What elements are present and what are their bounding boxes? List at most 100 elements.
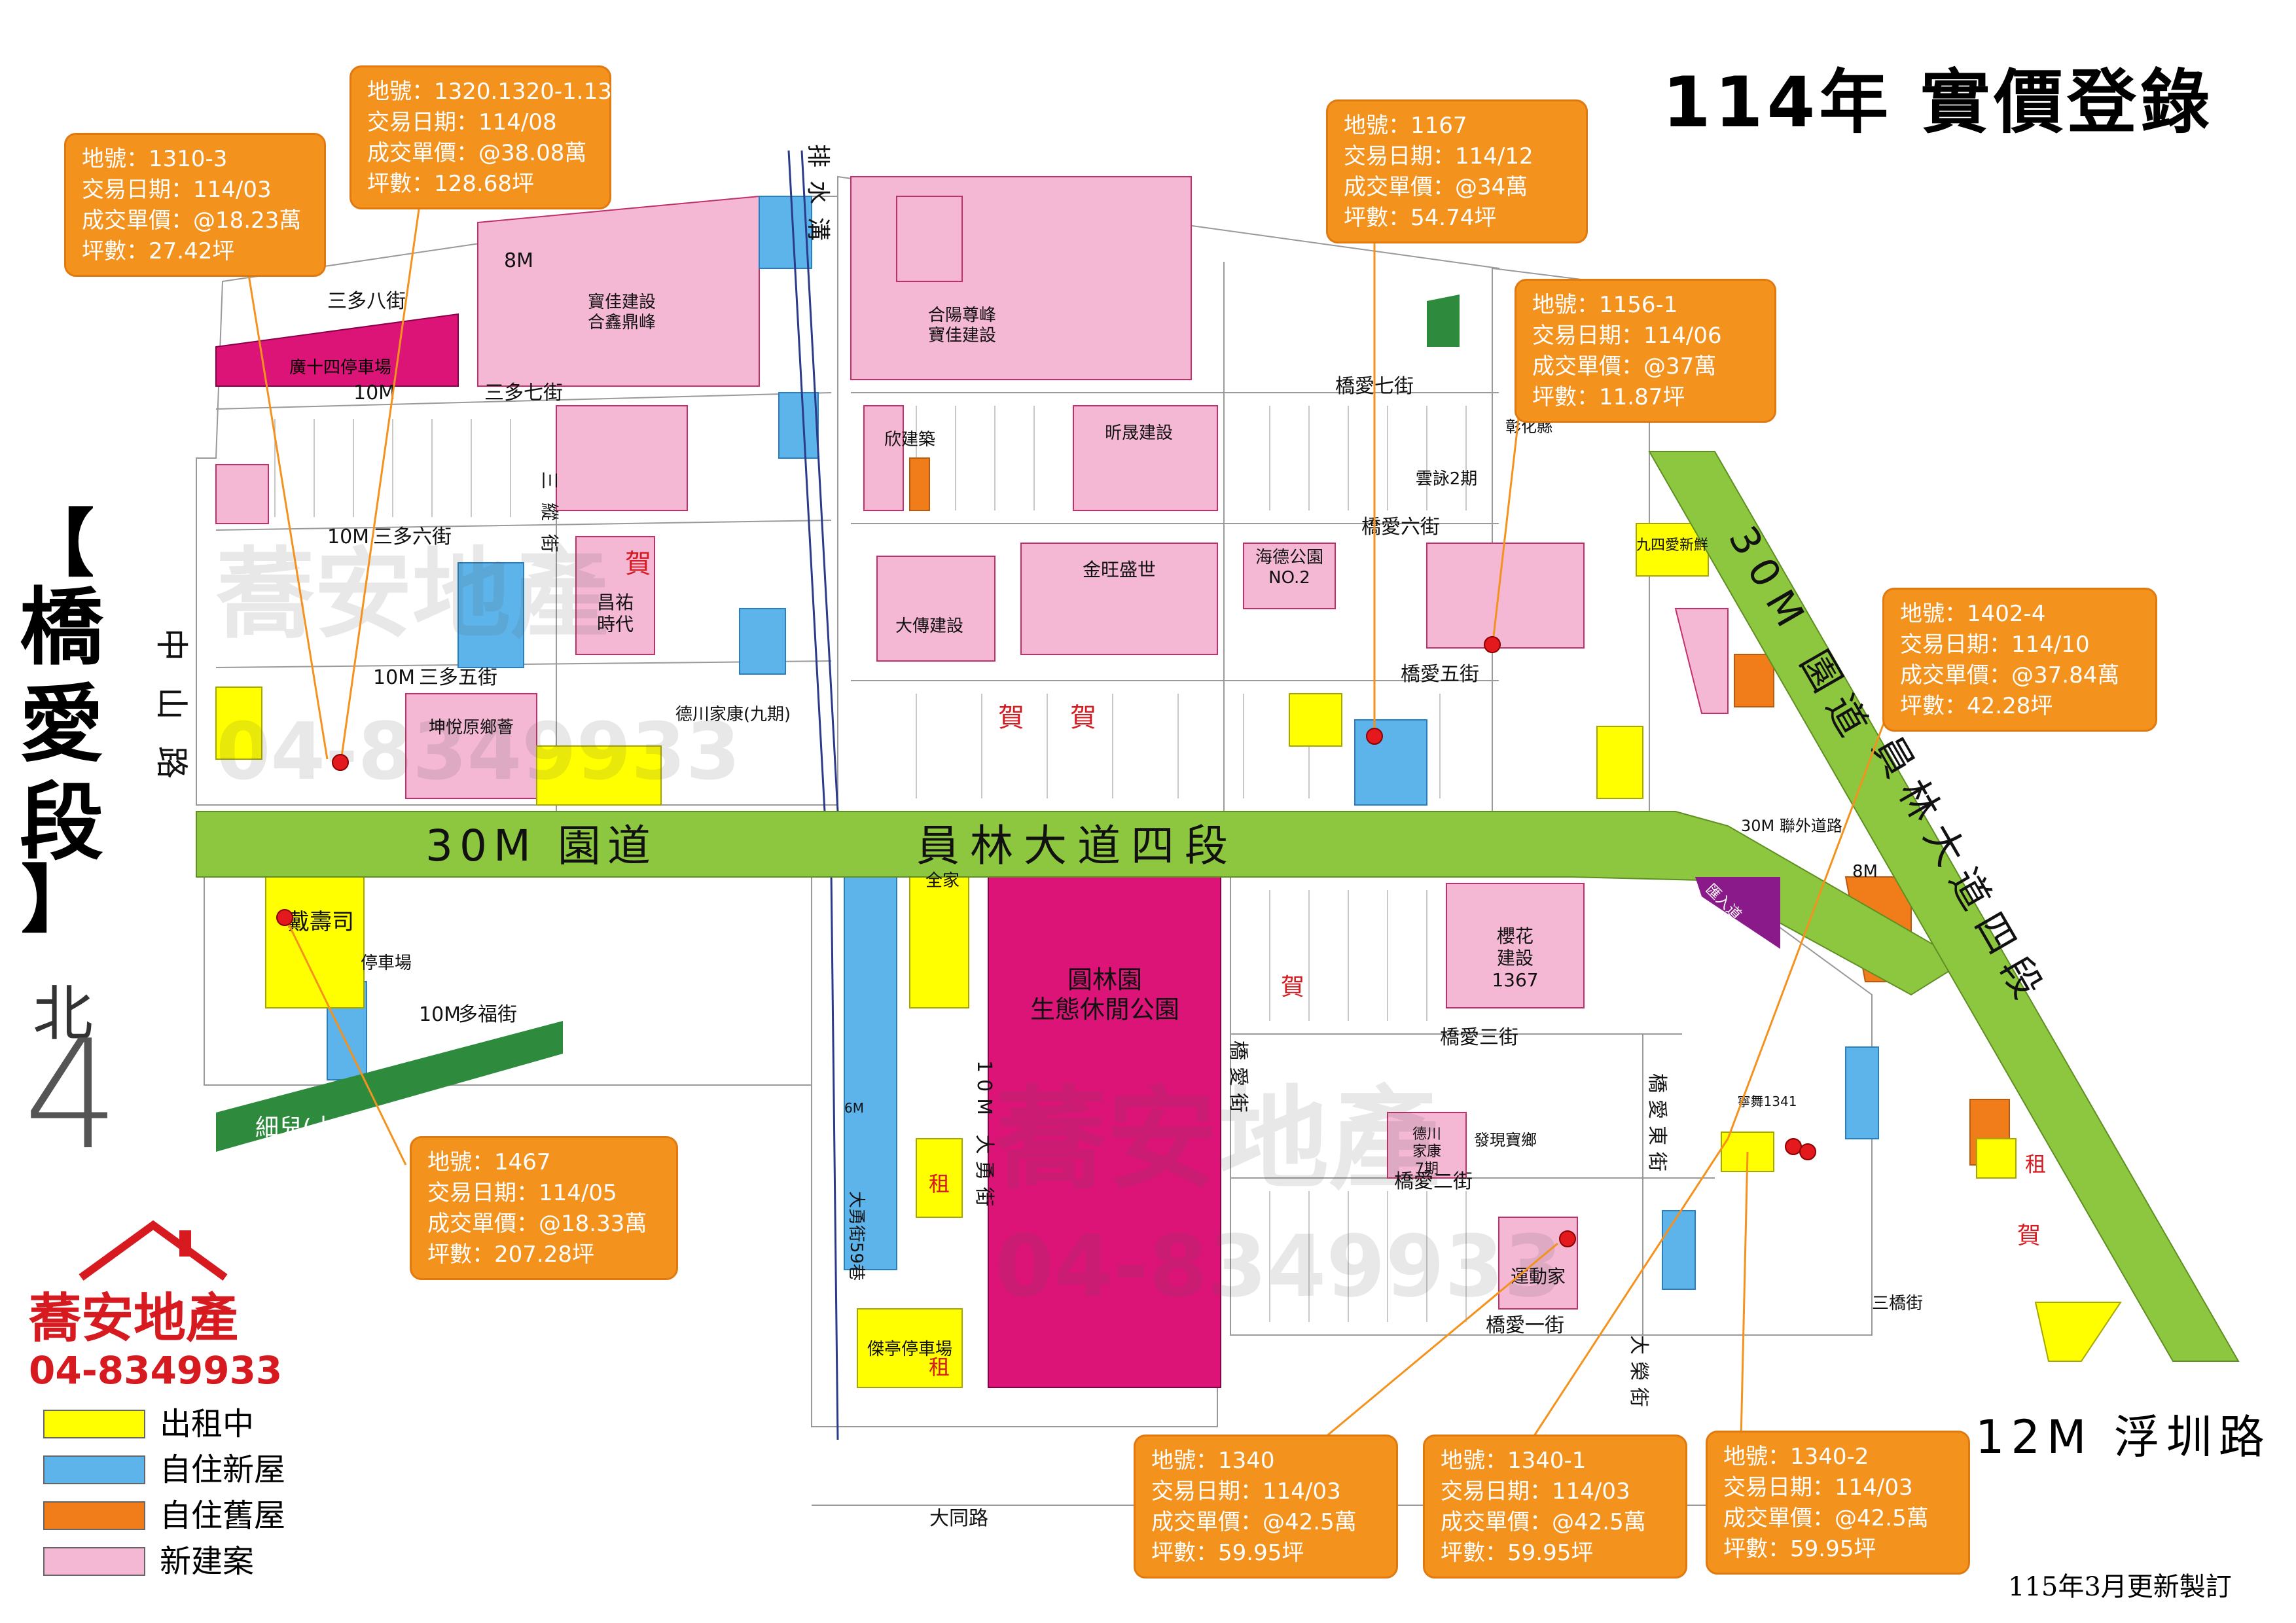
weiyang-parcel — [896, 196, 963, 282]
yellow-parcel-9 — [1976, 1138, 2017, 1179]
legend-swatch-orange — [43, 1501, 145, 1530]
callout-lot: 地號：1402-4 — [1900, 601, 2046, 627]
label-gongxi-3: 賀 — [1070, 703, 1096, 733]
cheng-parcel — [1426, 543, 1585, 649]
label-changyou: 昌祐時代 — [597, 592, 634, 635]
road-qiaoai-east: 橋愛東街 — [1645, 1073, 1668, 1178]
label-fazhan: 發現寶鄉 — [1474, 1131, 1537, 1149]
pin-1340 — [1559, 1230, 1576, 1247]
road-10m-b: 10M — [327, 526, 369, 548]
pin-1467 — [276, 909, 293, 926]
pin-1340-2 — [1799, 1143, 1816, 1160]
label-ningwu: 寧舞1341 — [1738, 1094, 1797, 1109]
legend-label: 新建案 — [160, 1543, 255, 1580]
blue-parcel-6 — [1354, 719, 1427, 806]
section-bracket-open: 【 — [21, 501, 94, 587]
section-char-1: 橋 — [20, 579, 104, 677]
location-pins — [276, 636, 1816, 1247]
east-strip-parcel — [1674, 608, 1729, 714]
label-jiusi: 九四愛新鮮 — [1636, 537, 1708, 554]
watermark-top-phone: 04-8349933 — [216, 707, 740, 798]
baojia-parcel — [477, 195, 760, 387]
label-daishousi: 戴壽司 — [287, 909, 354, 935]
callout-date: 交易日期：114/03 — [1441, 1478, 1630, 1505]
callout-lot: 地號：1467 — [427, 1149, 551, 1175]
callout-1402-4: 地號：1402-4 交易日期：114/10 成交單價：@37.84萬 坪數：42… — [1882, 588, 2157, 732]
blue-parcel-3 — [457, 562, 524, 668]
callout-area: 坪數：54.74坪 — [1344, 205, 1497, 231]
road-drain-1: 排水溝 — [804, 144, 831, 254]
callout-date: 交易日期：114/12 — [1344, 143, 1534, 169]
label-park: 圓林園生態休閒公園 — [1030, 965, 1179, 1024]
callout-price: 成交單價：@18.23萬 — [82, 207, 302, 234]
label-jietingting: 傑亭停車場 — [867, 1340, 952, 1359]
label-tingchezhang: 停車場 — [361, 954, 412, 973]
callout-price: 成交單價：@42.5萬 — [1151, 1509, 1357, 1535]
callout-1340-1: 地號：1340-1 交易日期：114/03 成交單價：@42.5萬 坪數：59.… — [1423, 1435, 1687, 1578]
callout-price: 成交單價：@34萬 — [1344, 174, 1528, 200]
callout-1167: 地號：1167 交易日期：114/12 成交單價：@34萬 坪數：54.74坪 — [1326, 99, 1588, 243]
yellow-parcel-11 — [215, 687, 262, 760]
yellow-parcel-2 — [536, 745, 662, 806]
road-main-green-2: 員林大道四段 — [916, 821, 1238, 871]
page-title: 114年 實價登錄 — [1662, 62, 2214, 143]
callout-area: 坪數：59.95坪 — [1441, 1540, 1594, 1566]
legend-swatch-blue — [43, 1455, 145, 1484]
callout-1340: 地號：1340 交易日期：114/03 成交單價：@42.5萬 坪數：59.95… — [1134, 1435, 1398, 1578]
callout-lot: 地號：1340-1 — [1441, 1448, 1587, 1474]
road-8m: 8M — [504, 249, 533, 272]
road-datong: 大同路 — [929, 1507, 988, 1530]
callout-price: 成交單價：@42.5萬 — [1441, 1509, 1646, 1535]
section-char-2: 愛 — [20, 675, 104, 774]
blue-parcel-5 — [844, 876, 897, 1270]
label-guang14: 廣十四停車場 — [289, 358, 391, 378]
callout-date: 交易日期：114/03 — [1151, 1478, 1341, 1505]
label-yunyan: 雲詠2期 — [1416, 469, 1478, 489]
road-link: 30M 聯外道路 — [1741, 817, 1842, 835]
callout-price: 成交單價：@37萬 — [1532, 353, 1717, 380]
rented-parcels — [215, 523, 2122, 1388]
road-qiaoai6: 橋愛六街 — [1361, 516, 1440, 539]
south-row-parcel — [863, 405, 904, 511]
yellow-parcel-1 — [265, 876, 365, 1008]
dejia7-parcel — [1387, 1112, 1467, 1179]
label-gongxi-5: 賀 — [2017, 1222, 2041, 1249]
label-zu-3: 租 — [2025, 1152, 2046, 1177]
north-label: 北 — [33, 979, 94, 1049]
road-sanduo8: 三多八街 — [327, 290, 406, 313]
road-10m-c: 10M — [373, 666, 415, 689]
drainage-canal — [787, 150, 839, 1440]
brand-phone: 04-8349933 — [29, 1348, 283, 1393]
road-10m-duofu: 10M — [419, 1003, 461, 1026]
road-qiaoai2: 橋愛二街 — [1394, 1170, 1473, 1193]
label-xinshen: 昕晟建設 — [1105, 423, 1173, 443]
legend-label: 自住新屋 — [160, 1452, 286, 1488]
callout-area: 坪數：59.95坪 — [1151, 1540, 1304, 1566]
place-labels: 廣十四停車場 寶佳建設合鑫鼎峰 合陽尊峰寶佳建設 昌祐時代 坤悅原鄉薈 德川家康… — [287, 293, 2046, 1380]
label-zu-1: 租 — [929, 1171, 950, 1196]
orange-parcel-1 — [909, 457, 930, 511]
road-qiaoai5: 橋愛五街 — [1401, 663, 1479, 686]
label-xinfa: 欣建築 — [884, 430, 935, 450]
watermark: 蕎安地產 04-8349933 蕎安地產 04-8349933 — [216, 538, 1563, 1316]
leader-lines — [247, 209, 1886, 1441]
label-dejia9: 德川家康(九期) — [675, 705, 791, 724]
road-xier: 細兒(十) — [255, 1115, 344, 1141]
footer-update-note: 115年3月更新製訂 — [2008, 1572, 2232, 1602]
pin-1167 — [1366, 728, 1383, 745]
legend-label: 自住舊屋 — [160, 1497, 286, 1534]
yunsheng-parcel — [556, 405, 688, 511]
legend-item-self-old: 自住舊屋 — [43, 1497, 318, 1534]
callout-area: 坪數：11.87坪 — [1532, 384, 1685, 410]
legend-swatch-yellow — [43, 1410, 145, 1438]
callout-date: 交易日期：114/08 — [367, 109, 557, 135]
house-roof-icon — [79, 1220, 228, 1281]
blue-parcel-7 — [1662, 1210, 1696, 1290]
label-gongxi-2: 賀 — [998, 703, 1024, 733]
callout-date: 交易日期：114/10 — [1900, 632, 2090, 658]
callout-lot: 地號：1340 — [1151, 1448, 1275, 1474]
blue-parcel-4 — [739, 608, 786, 675]
road-darong: 大榮街 — [1627, 1335, 1650, 1414]
